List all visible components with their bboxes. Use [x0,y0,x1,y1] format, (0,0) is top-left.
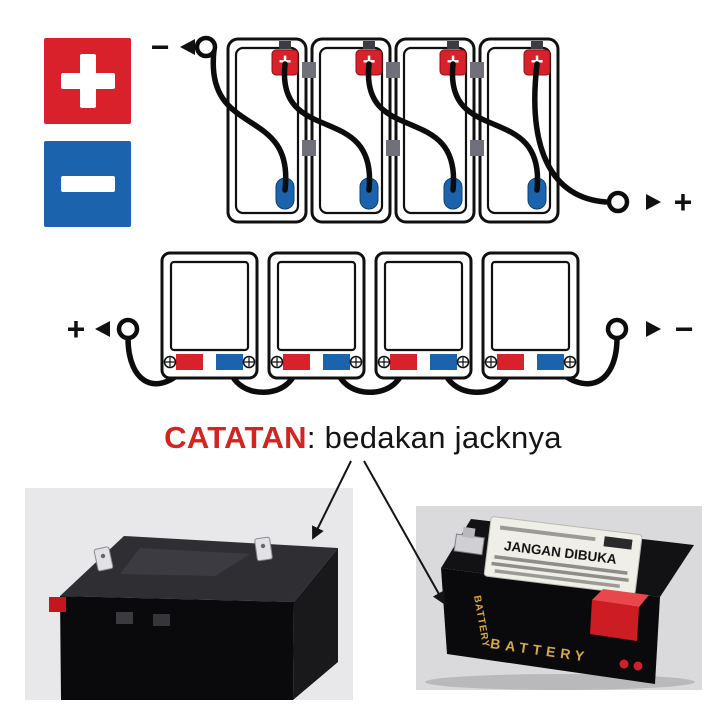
photo-right-battery: JANGAN DIBUKA BATTERY BATTERY [416,506,702,690]
battery [481,251,580,380]
legend-positive [44,38,131,124]
plus-icon [60,54,115,108]
label-barcode [603,536,633,550]
wire [281,61,373,193]
battery-front-face [60,596,294,700]
wire [449,61,541,193]
note-highlight: CATATAN [164,420,307,455]
top-right-polarity-label: + [674,184,693,220]
connector-ring [605,317,629,341]
series-row-bottom: + − [67,251,694,395]
arrow-left-icon [95,321,110,337]
minus-icon [60,176,115,192]
battery-side-face [293,548,338,700]
bottom-left-polarity-label: + [67,311,86,347]
battery [160,251,259,380]
label-dot [619,659,629,669]
battery [394,37,476,224]
spade-terminal [93,546,114,572]
battery [374,251,473,380]
label-text-line [494,569,620,588]
battery-top-sheen [120,548,250,576]
arrow-right-icon [646,194,661,210]
battery [478,37,560,224]
connector-ring [116,317,140,341]
connector-ring [194,35,218,59]
battery-top-label: JANGAN DIBUKA [483,516,643,595]
note-rest: : bedakan jacknya [306,420,562,455]
label-text-line [491,561,629,583]
vent-plug [153,614,170,626]
battery [310,37,392,224]
photo-left-battery [25,488,353,700]
spade-terminal [254,536,273,562]
label-text-line [494,555,628,575]
pointer-line [363,460,445,605]
arrow-left-icon [180,39,195,55]
note-caption: CATATAN: bedakan jacknya [0,420,726,456]
legend-negative [44,141,131,227]
bottom-right-polarity-label: − [675,311,694,347]
label-dot [633,661,643,671]
pointer-line [312,460,352,540]
red-terminal-cover [590,589,649,641]
series-wires [210,47,609,205]
vent-plug [116,612,133,624]
wire [365,61,457,193]
arrow-right-icon [646,321,661,337]
wire [210,47,289,193]
terminal-bracket [453,526,485,556]
connector-ring [606,190,630,214]
wire [532,61,609,205]
battery [267,251,366,380]
top-left-polarity-label: − [151,29,170,65]
label-text-line [499,525,596,542]
bridge-tabs [302,62,484,156]
series-row-top: − + [151,29,693,224]
red-terminal-cover [49,597,66,612]
annotation-arrows [312,460,445,605]
